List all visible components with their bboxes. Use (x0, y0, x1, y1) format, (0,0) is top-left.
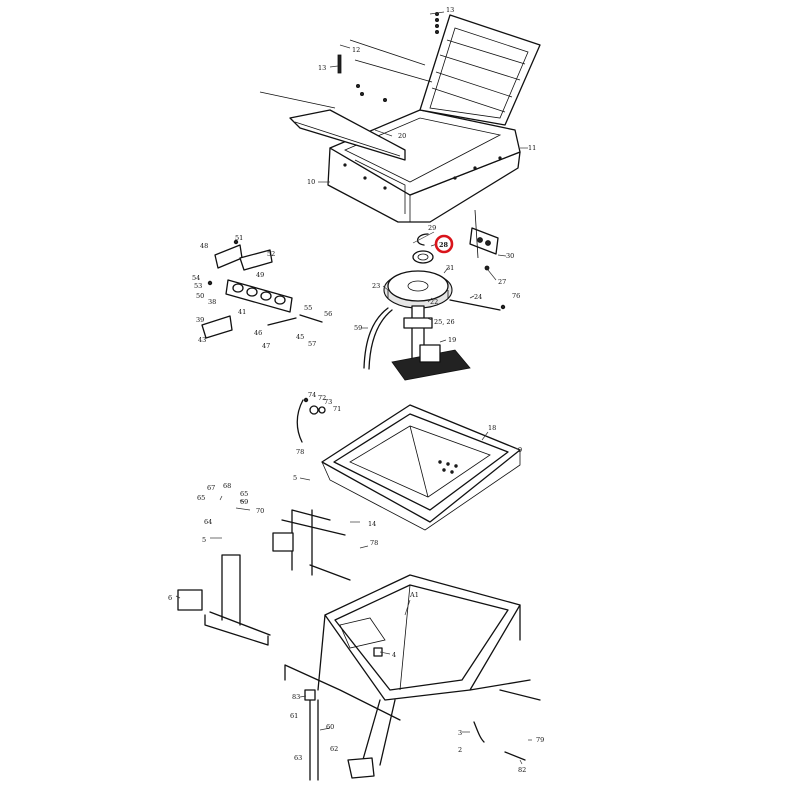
frame-assembly (177, 509, 541, 781)
callout-43: 43 (198, 336, 206, 344)
callout-71: 71 (333, 405, 341, 413)
callout-55: 55 (304, 304, 312, 312)
callout-5-lower: 5 (202, 536, 206, 544)
callout-82: 82 (518, 766, 526, 774)
callout-63: 63 (294, 754, 302, 762)
callout-31: 31 (446, 264, 454, 272)
callout-69: 69 (240, 498, 248, 506)
callout-14: 14 (368, 520, 376, 528)
callout-47: 47 (262, 342, 270, 350)
callout-27: 27 (498, 278, 506, 286)
callout-5-upper: 5 (293, 474, 297, 482)
callout-74: 74 (308, 391, 316, 399)
callout-22: 22 (430, 298, 438, 306)
callout-46: 46 (254, 329, 262, 337)
callout-78-upper: 78 (296, 448, 304, 456)
callout-12: 12 (352, 46, 360, 54)
callout-79: 79 (536, 736, 544, 744)
callout-60: 60 (326, 723, 334, 731)
callout-13: 13 (318, 64, 326, 72)
callout-83: 83 (292, 693, 300, 701)
callout-65-right: 65 (240, 490, 248, 498)
hopper-lid-assembly (259, 11, 541, 223)
callout-61: 61 (290, 712, 298, 720)
callout-76: 76 (512, 292, 520, 300)
callout-30: 30 (506, 252, 514, 260)
callout-2: 2 (458, 746, 462, 754)
callout-59: 59 (354, 324, 362, 332)
callout-73: 73 (324, 398, 332, 406)
callout-19: 19 (448, 336, 456, 344)
callout-10: 10 (307, 178, 315, 186)
callout-57: 57 (308, 340, 316, 348)
callout-72: 72 (318, 394, 326, 402)
callout-28: 28 (439, 241, 449, 249)
callout-11: 11 (528, 144, 536, 152)
callout-51: 51 (235, 234, 243, 242)
callout-49: 49 (256, 271, 264, 279)
callout-65-left: 65 (197, 494, 205, 502)
callout-13-top: 13 (446, 6, 454, 14)
spinner-assembly (363, 209, 506, 381)
callout-38: 38 (208, 298, 216, 306)
callout-24: 24 (474, 293, 482, 301)
callout-62: 62 (330, 745, 338, 753)
callout-9: 9 (518, 446, 522, 454)
callout-3: 3 (458, 729, 462, 737)
callout-53: 53 (194, 282, 202, 290)
callout-4: 4 (392, 651, 396, 659)
callout-labels: 13 12 13 20 11 10 29 28 30 31 27 23 24 2… (168, 6, 544, 774)
callout-45: 45 (296, 333, 304, 341)
callout-29: 29 (428, 224, 436, 232)
callout-50: 50 (196, 292, 204, 300)
control-linkage-assembly (201, 239, 323, 339)
callout-48: 48 (200, 242, 208, 250)
callout-20: 20 (398, 132, 406, 140)
callout-41: 41 (238, 308, 246, 316)
callout-25-26: 25, 26 (434, 318, 455, 326)
highlight-circle (434, 234, 454, 254)
callout-23: 23 (372, 282, 380, 290)
callout-56: 56 (324, 310, 332, 318)
hopper-body (296, 397, 521, 531)
callout-78-lower: 78 (370, 539, 378, 547)
callout-52: 52 (267, 250, 275, 258)
callout-64: 64 (204, 518, 212, 526)
callout-a1: A1 (409, 591, 419, 599)
callout-39: 39 (196, 316, 204, 324)
callout-6: 6 (168, 594, 172, 602)
callout-54: 54 (192, 274, 200, 282)
callout-18: 18 (488, 424, 496, 432)
callout-70: 70 (256, 507, 264, 515)
callout-67: 67 (207, 484, 215, 492)
callout-68: 68 (223, 482, 231, 490)
